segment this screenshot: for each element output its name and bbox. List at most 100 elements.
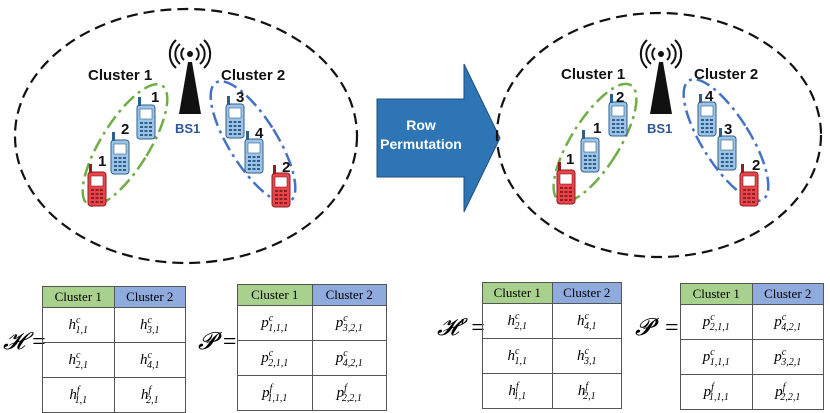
matrix-cell: pc3,2,1: [751, 339, 824, 375]
left-user-number: 4: [255, 125, 264, 142]
cell-base: h: [508, 382, 516, 399]
matrix-cell: pc1,1,1: [237, 305, 313, 341]
left-user-number: 2: [282, 159, 290, 176]
matrix-h-prime-symbol: 𝓗' =: [437, 315, 486, 341]
left-user-number: 1: [151, 89, 159, 106]
cell-base: h: [577, 382, 586, 399]
cell-superscript: f: [711, 381, 714, 393]
cell-base: p: [774, 313, 782, 330]
table-row: hc2,1 hc4,1: [42, 342, 186, 378]
cell-base: h: [577, 312, 585, 329]
cell-subscript: 4,2,1: [342, 357, 363, 369]
cell-subscript: 2,2,1: [341, 392, 362, 404]
cell-base: h: [68, 351, 77, 368]
right-phone-icon: [556, 161, 576, 205]
cell-subscript: 2,1,1: [709, 321, 730, 333]
right-cluster1-label: Cluster 1: [561, 66, 625, 83]
symbol-char: 𝓟: [635, 315, 653, 341]
symbol-char: 𝓗: [3, 329, 25, 355]
cell-subscript: 1,1: [513, 390, 527, 402]
header-cluster-1: Cluster 1: [482, 282, 553, 304]
cell-base: h: [68, 316, 77, 333]
left-cell-boundary: [13, 7, 359, 265]
cell-superscript: c: [781, 346, 787, 358]
cell-superscript: f: [344, 382, 347, 394]
left-phone-icon: [110, 131, 130, 175]
matrix-cell: pf2,2,1: [751, 374, 824, 410]
symbol-char: 𝓗: [437, 315, 459, 341]
right-cluster2-ellipse: [682, 78, 770, 202]
header-cluster-2: Cluster 2: [113, 286, 186, 308]
right-cluster2-label: Cluster 2: [694, 66, 758, 83]
cell-superscript: f: [148, 384, 152, 396]
cell-superscript: c: [268, 347, 274, 359]
cell-superscript: c: [76, 349, 81, 361]
table-row: pf1,1,1 pf2,2,1: [237, 375, 387, 411]
cell-superscript: c: [343, 347, 348, 359]
cell-superscript: c: [147, 314, 152, 326]
matrix-cell: pc4,2,1: [311, 340, 387, 376]
table-row: p c2,1,1 pc4,2,1: [680, 304, 824, 340]
right-user-number: 4: [705, 88, 714, 105]
cell-base: p: [335, 349, 344, 366]
left-cluster2-ellipse: [209, 80, 297, 204]
cell-subscript: 1,1,1: [709, 356, 730, 368]
header-cluster-2: Cluster 2: [311, 284, 387, 306]
cell-subscript: 2,1: [514, 320, 527, 332]
cell-base: p: [775, 383, 783, 400]
cell-subscript: 4,2,1: [781, 321, 802, 333]
cell-subscript: 4,1: [146, 359, 160, 371]
cell-subscript: 1,1,1: [268, 322, 289, 334]
left-user-number: 3: [236, 89, 244, 106]
cell-subscript: 2,1: [583, 390, 596, 402]
cell-subscript: 1,1,1: [708, 391, 729, 403]
left-cluster2-label: Cluster 2: [221, 67, 285, 84]
left-cluster1-ellipse: [81, 83, 169, 207]
row-permutation-arrow: Row Permutation: [376, 63, 501, 213]
cell-base: p: [336, 384, 345, 401]
cell-superscript: f: [782, 381, 786, 393]
header-cluster-2: Cluster 2: [551, 282, 622, 304]
matrix-p-prime-symbol: 𝓟' =: [635, 315, 680, 341]
matrix-cell: hc4,1: [113, 342, 186, 378]
cell-superscript: c: [584, 345, 589, 357]
cell-subscript: 3,2,1: [781, 356, 802, 368]
left-tower-icon: [168, 39, 212, 115]
cell-base: h: [507, 312, 516, 329]
right-scene: BS1 Cluster 1 Cluster 2 2 1 1 4 3 2: [495, 11, 823, 259]
cell-subscript: 2,1: [75, 359, 88, 371]
cell-base: p: [335, 314, 344, 331]
matrix-cell: pc4,2,1: [751, 304, 824, 340]
cell-subscript: 2,1,1: [268, 357, 289, 369]
cell-superscript: c: [710, 311, 715, 323]
header-cluster-2: Cluster 2: [751, 283, 824, 305]
matrix-h-symbol: 𝓗 =: [3, 329, 47, 355]
cell-base: h: [507, 347, 516, 364]
cell-superscript: f: [585, 380, 589, 392]
right-user-number: 3: [724, 121, 732, 138]
matrix-cell: pf1,1,1: [237, 375, 313, 411]
cell-base: p: [261, 314, 269, 331]
cell-base: p: [261, 349, 269, 366]
right-cluster1-ellipse: [552, 82, 638, 204]
left-user-number: 2: [121, 121, 129, 138]
cell-superscript: f: [515, 380, 519, 392]
cell-base: h: [140, 386, 149, 403]
cell-superscript: f: [76, 384, 80, 396]
matrix-cell: pc2,1,1: [237, 340, 313, 376]
cell-superscript: c: [515, 310, 520, 322]
left-user-number: 1: [98, 153, 106, 170]
cell-subscript: 3,1: [146, 324, 160, 336]
cell-superscript: c: [268, 312, 274, 324]
